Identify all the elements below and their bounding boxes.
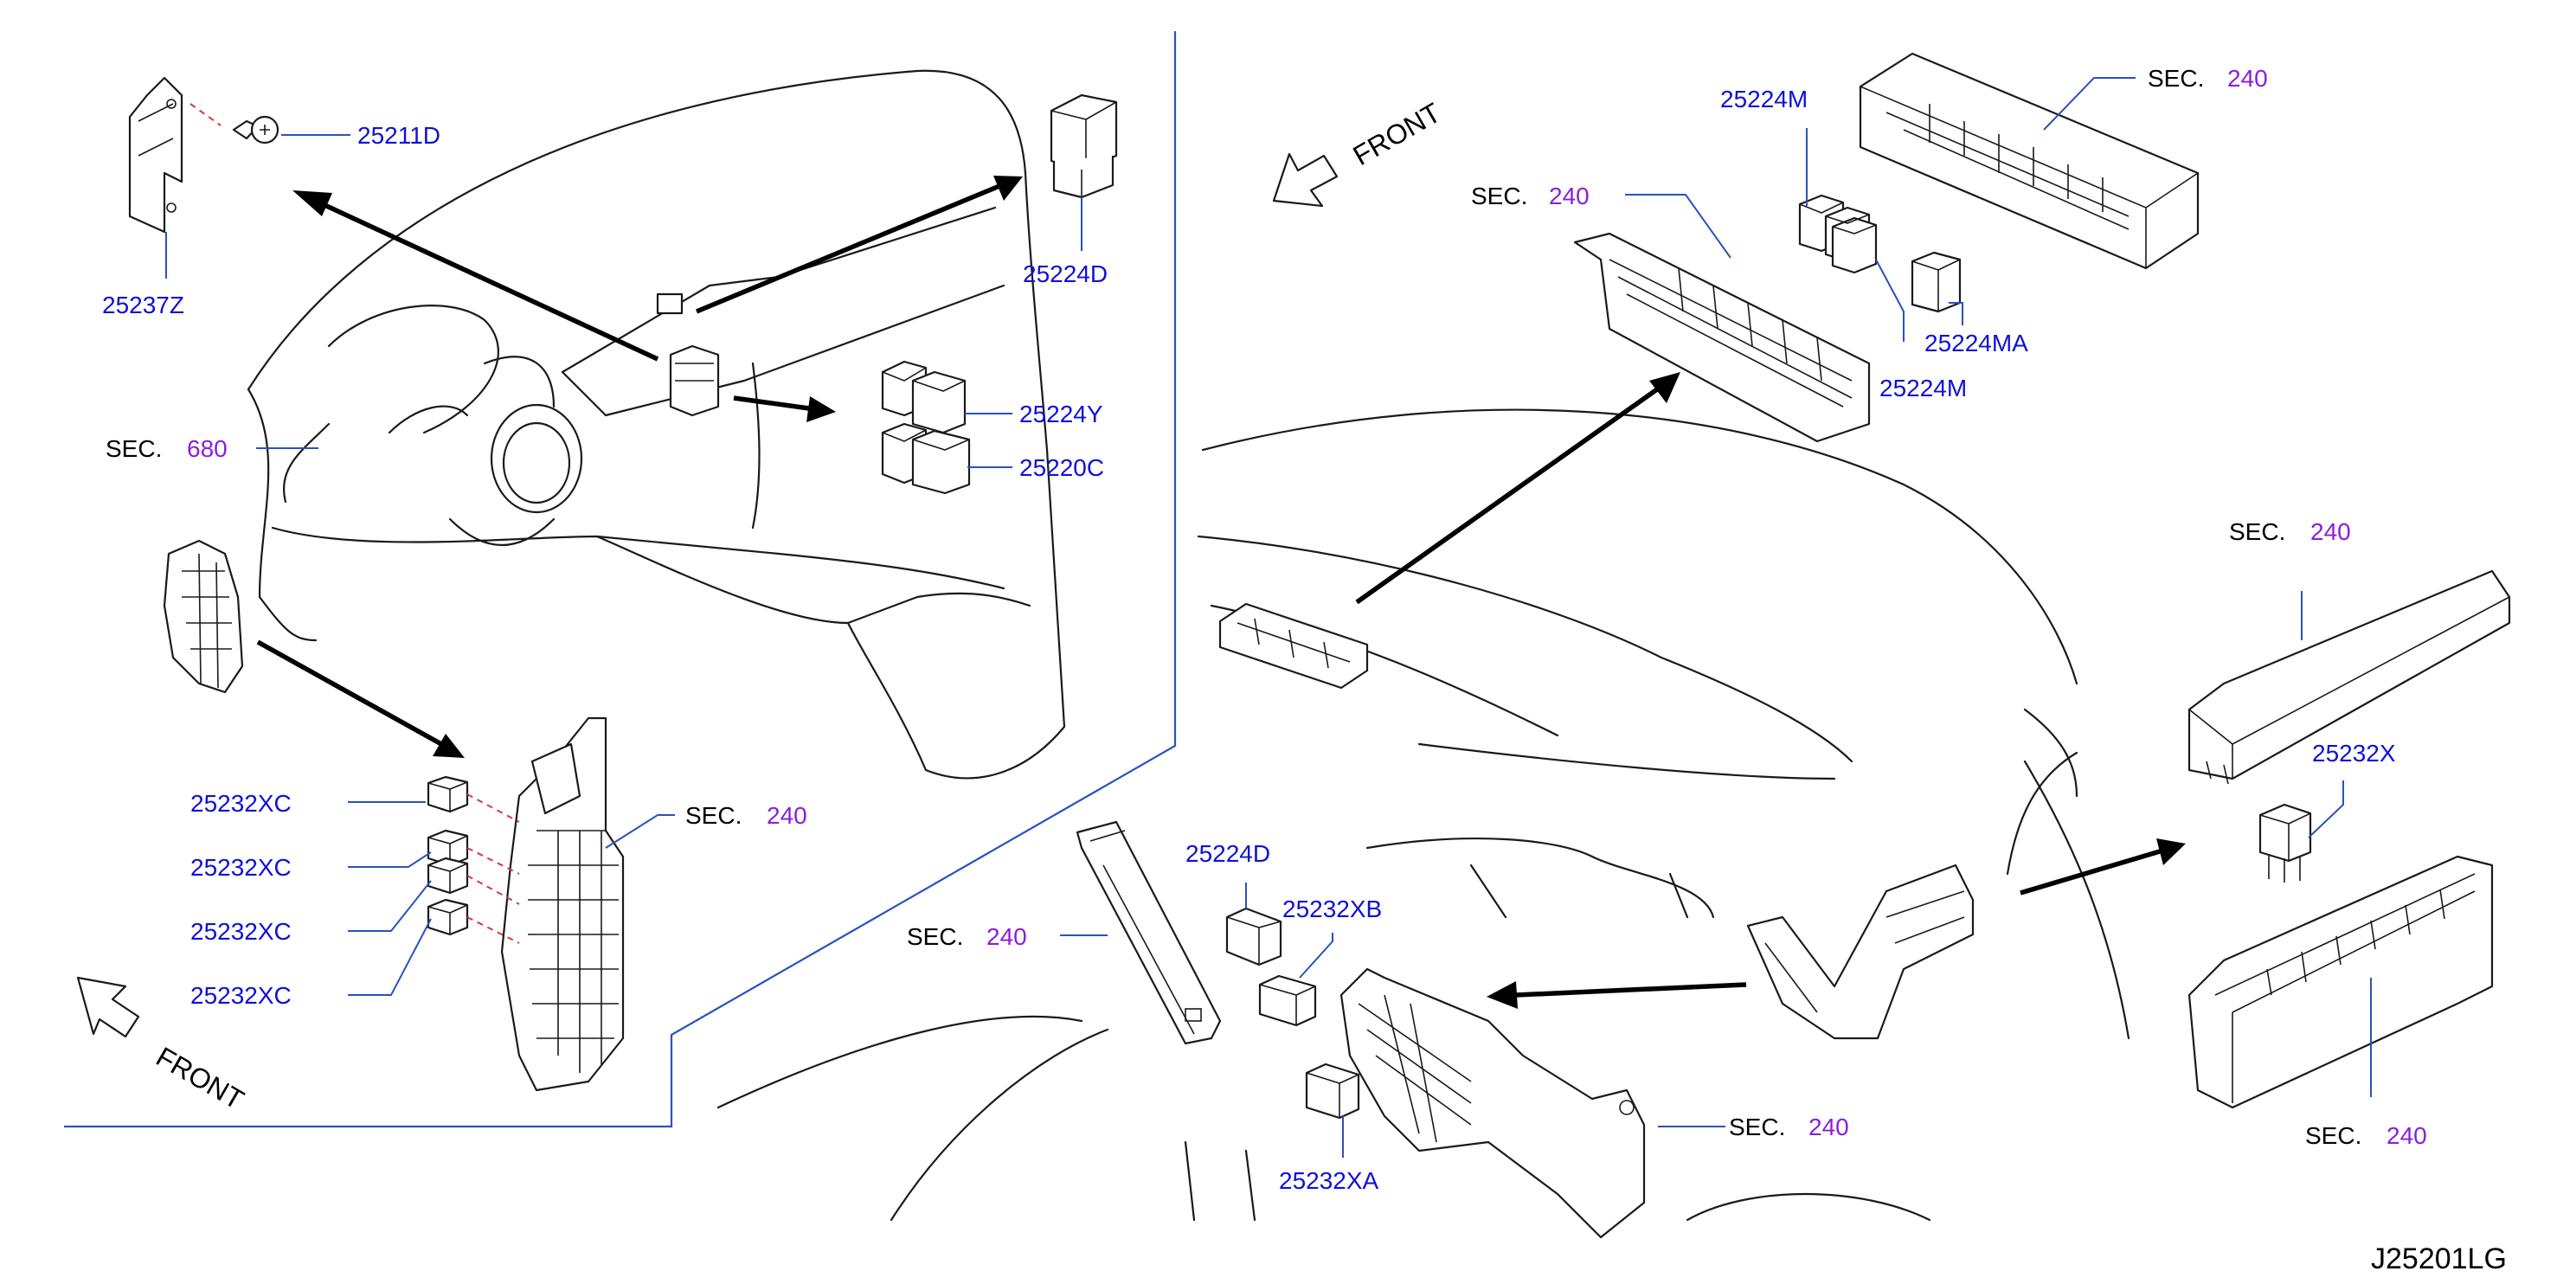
label-25224MA: 25224MA xyxy=(1924,330,2028,356)
relay-25232X xyxy=(2258,803,2312,883)
label-25232XC-2: 25232XC xyxy=(190,854,292,881)
label-25224M-top: 25224M xyxy=(1720,86,1808,112)
sec-label-lower-cover: SEC. xyxy=(907,923,963,950)
fuse-block-right xyxy=(2187,855,2494,1109)
sec-number-left-fuse: 240 xyxy=(767,802,807,829)
fuse-block-left xyxy=(500,716,625,1092)
arrow-cowl-to-upper-block xyxy=(1355,372,1680,605)
label-25224M-bottom: 25224M xyxy=(1879,375,1967,401)
label-25232XA: 25232XA xyxy=(1279,1167,1379,1194)
junction-bracket-left xyxy=(163,539,244,694)
relays-25224M xyxy=(1798,194,1878,274)
sec-label-upper-box: SEC. xyxy=(2148,65,2204,92)
sec-label-680: SEC. xyxy=(106,435,162,462)
sec-number-lower-cover: 240 xyxy=(986,923,1027,950)
arrow-to-lower-module xyxy=(1487,981,1747,1009)
cowl-module xyxy=(1218,602,1369,690)
bracket-25237Z xyxy=(128,76,183,234)
front-label-lower: FRONT xyxy=(151,1041,249,1115)
fuse-block-upper xyxy=(1573,232,1871,443)
relay-25224D-top xyxy=(1050,93,1118,199)
relay-25232XA xyxy=(1305,1063,1360,1120)
sec-label-upper-block: SEC. xyxy=(1471,183,1527,209)
sec-number-upper-box: 240 xyxy=(2227,65,2268,92)
arrow-dash-to-relay-25224D xyxy=(695,176,1023,314)
panel-divider xyxy=(64,31,1177,1128)
relay-block-25224Y-25220C xyxy=(881,360,971,495)
label-25237Z: 25237Z xyxy=(102,292,184,318)
label-25232XC-3: 25232XC xyxy=(190,918,292,945)
module-rear-right xyxy=(1746,863,1975,1040)
arrow-bracket-to-fuseblock xyxy=(256,639,465,758)
front-indicator-lower xyxy=(76,976,140,1038)
leader-lines xyxy=(165,77,2372,1158)
label-25224Y: 25224Y xyxy=(1019,401,1103,427)
sec-number-right-cover: 240 xyxy=(2310,518,2351,545)
junction-box-upper xyxy=(1859,52,2200,270)
relay-25224D-lower xyxy=(1225,907,1282,966)
relay-25232XB xyxy=(1258,974,1317,1027)
sec-label-right-cover: SEC. xyxy=(2229,518,2285,545)
relay-25232XC-2 xyxy=(427,829,469,867)
sec-label-right-block: SEC. xyxy=(2305,1122,2361,1149)
relay-25232XC-4 xyxy=(427,898,469,936)
sec-label-lower-bracket: SEC. xyxy=(1729,1114,1785,1140)
cover-box-right xyxy=(2187,569,2511,785)
relay-25232XC-3 xyxy=(427,857,469,895)
front-indicator-upper xyxy=(1272,152,1339,208)
module-cover-lower-left xyxy=(1076,820,1222,1045)
dashboard-illustration xyxy=(247,69,1066,780)
sec-label-left-fuse: SEC. xyxy=(685,802,742,829)
label-25224D-top: 25224D xyxy=(1023,260,1108,287)
engine-room-illustration xyxy=(716,408,2130,1222)
dashed-guide-bolt xyxy=(190,103,222,126)
arrow-dash-to-bolt xyxy=(292,190,659,362)
label-25211D: 25211D xyxy=(357,122,440,149)
relay-25232XC-1 xyxy=(427,775,469,813)
front-label-upper: FRONT xyxy=(1348,97,1446,171)
sec-number-upper-block: 240 xyxy=(1549,183,1590,209)
arrow-dash-to-relays-25224Y xyxy=(733,395,836,422)
dash-relay-locations xyxy=(656,292,720,417)
sec-number-680: 680 xyxy=(187,435,228,462)
fuse-module-bracket xyxy=(1339,967,1646,1239)
sec-number-lower-bracket: 240 xyxy=(1808,1114,1849,1140)
diagram-code: J25201LG xyxy=(2371,1242,2507,1275)
bolt-25211D xyxy=(232,115,279,144)
label-25220C: 25220C xyxy=(1019,454,1104,481)
label-25224D-lower: 25224D xyxy=(1185,840,1270,867)
label-25232XC-1: 25232XC xyxy=(190,790,292,817)
label-25232XC-4: 25232XC xyxy=(190,982,292,1009)
label-25232X: 25232X xyxy=(2312,740,2396,767)
arrow-to-right-block xyxy=(2020,838,2186,896)
label-25232XB: 25232XB xyxy=(1282,896,1382,922)
sec-number-right-block: 240 xyxy=(2386,1122,2427,1149)
